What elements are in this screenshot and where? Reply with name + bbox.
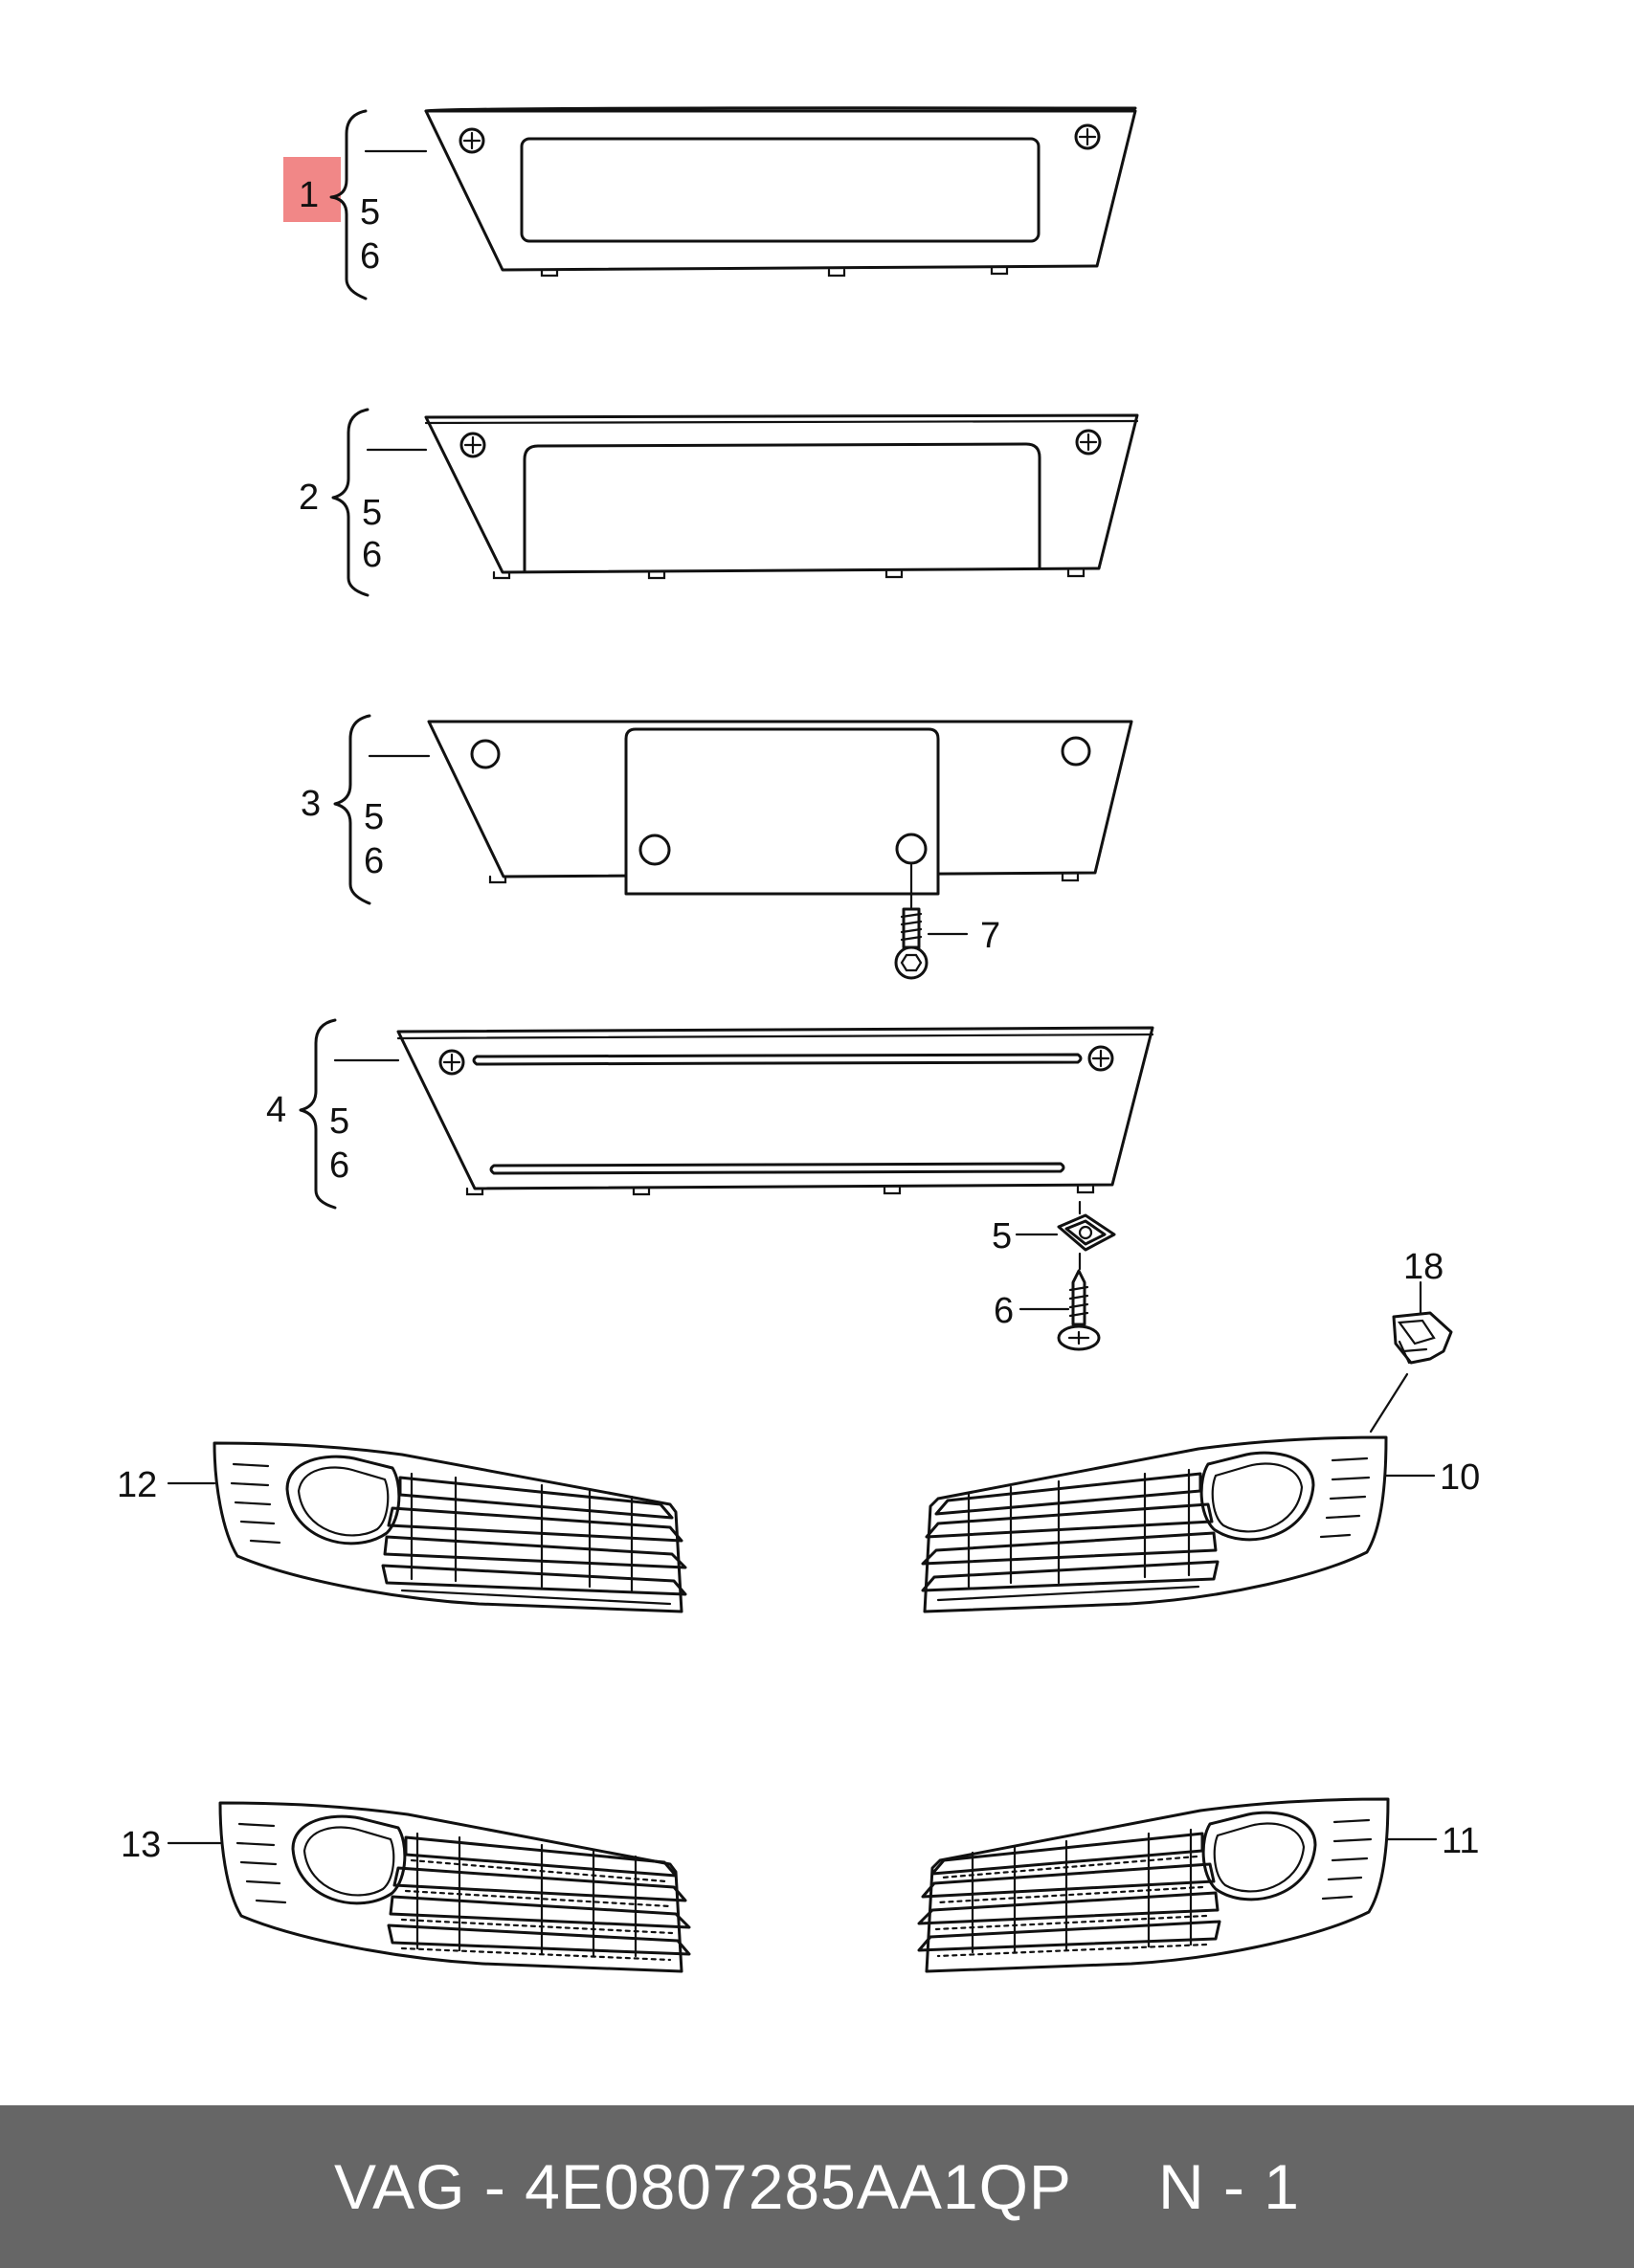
part-5-clip-nut[interactable] bbox=[1015, 1200, 1116, 1271]
part-7-screw[interactable] bbox=[894, 863, 969, 980]
callout-2: 2 bbox=[299, 478, 319, 518]
callout-4-5: 5 bbox=[329, 1101, 349, 1142]
part-6-screw[interactable] bbox=[1018, 1269, 1101, 1351]
callout-4: 4 bbox=[266, 1090, 286, 1130]
part-4-plate-bracket[interactable] bbox=[396, 1026, 1154, 1196]
callout-1: 1 bbox=[299, 175, 319, 215]
callout-13: 13 bbox=[121, 1825, 161, 1865]
callout-5: 5 bbox=[992, 1216, 1012, 1256]
part-13-grille-left-mesh[interactable] bbox=[218, 1801, 691, 1973]
callout-11: 11 bbox=[1442, 1821, 1479, 1861]
footer-part-number: VAG - 4E0807285AA1QP bbox=[334, 2151, 1072, 2222]
callout-3-6: 6 bbox=[364, 841, 384, 881]
highlight-marker bbox=[283, 157, 341, 222]
part-2-plate-bracket[interactable] bbox=[424, 413, 1139, 580]
callout-1-6: 6 bbox=[360, 236, 380, 277]
footer-bar: VAG - 4E0807285AA1QP N - 1 bbox=[0, 2105, 1634, 2268]
parts-diagram: 1 5 6 2 5 6 3 5 6 7 bbox=[117, 106, 1480, 1973]
callout-3-5: 5 bbox=[364, 797, 384, 837]
callout-12: 12 bbox=[117, 1465, 157, 1505]
brace-2 bbox=[331, 408, 369, 597]
part-1-plate-bracket[interactable] bbox=[424, 106, 1137, 278]
callout-1-5: 5 bbox=[360, 192, 380, 233]
part-3-plate-bracket[interactable] bbox=[427, 720, 1133, 896]
part-11-grille-right-mesh[interactable] bbox=[917, 1797, 1390, 1973]
callout-4-6: 6 bbox=[329, 1145, 349, 1186]
part-18-clip[interactable] bbox=[1369, 1280, 1453, 1434]
callout-7: 7 bbox=[980, 916, 1000, 956]
part-12-grille-left[interactable] bbox=[213, 1441, 687, 1613]
callout-2-5: 5 bbox=[362, 493, 382, 533]
callout-10: 10 bbox=[1440, 1457, 1480, 1498]
callout-18: 18 bbox=[1403, 1247, 1444, 1287]
callout-3: 3 bbox=[301, 784, 321, 824]
part-10-grille-right[interactable] bbox=[921, 1435, 1388, 1613]
brace-3 bbox=[333, 714, 371, 905]
callout-6: 6 bbox=[994, 1291, 1014, 1331]
footer-page: N - 1 bbox=[1157, 2151, 1300, 2222]
callout-2-6: 6 bbox=[362, 535, 382, 575]
brace-4 bbox=[299, 1018, 337, 1210]
brace-1 bbox=[329, 109, 368, 300]
